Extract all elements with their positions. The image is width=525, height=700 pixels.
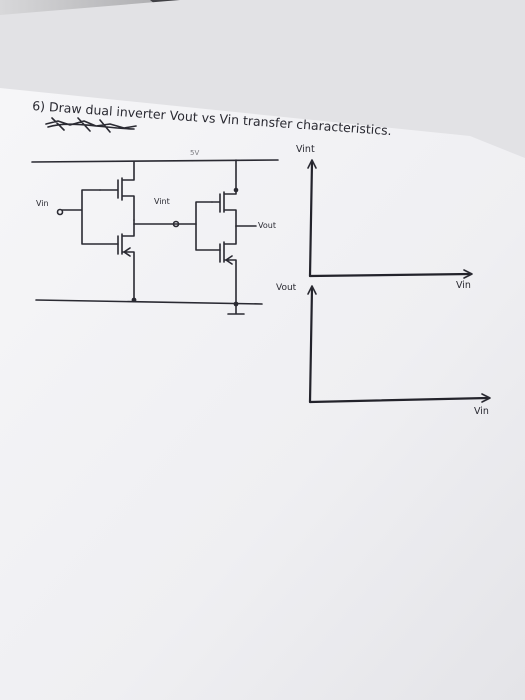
output-label: Vout bbox=[258, 221, 276, 230]
inverter-1-nmos bbox=[117, 219, 135, 301]
graph-bottom-x-axis bbox=[308, 396, 490, 404]
graph-top-y-axis bbox=[308, 160, 314, 278]
ground-symbol bbox=[227, 303, 245, 315]
gnd-rail bbox=[35, 299, 263, 305]
graph-bottom: Vout Vin bbox=[276, 283, 491, 417]
ground-junction-1 bbox=[131, 297, 137, 303]
vdd-junction-2 bbox=[233, 187, 239, 193]
mid-label: Vint bbox=[154, 197, 170, 206]
graph-top-x-label: Vin bbox=[456, 280, 471, 291]
scribble bbox=[45, 117, 137, 133]
vin-terminal bbox=[56, 208, 64, 216]
graph-bottom-x-label: Vin bbox=[474, 406, 489, 417]
supply-label: 5V bbox=[190, 149, 199, 157]
graph-top-x-arrow bbox=[463, 269, 473, 279]
graph-top-y-arrow bbox=[307, 159, 317, 169]
inverter-1-gate-tie bbox=[61, 189, 119, 245]
inverter-2-gate-tie bbox=[195, 201, 221, 251]
graph-top-y-label: Vint bbox=[296, 144, 315, 155]
dual-inverter-circuit: 5V Vin Vint Vout bbox=[31, 149, 279, 315]
input-label: Vin bbox=[36, 199, 49, 208]
mid-node bbox=[172, 220, 180, 228]
graph-top: Vint Vin bbox=[296, 144, 473, 291]
graph-bottom-y-label: Vout bbox=[276, 283, 297, 293]
inverter-2-pmos bbox=[211, 159, 237, 227]
graph-bottom-y-arrow bbox=[307, 285, 317, 295]
inverter-2-nmos bbox=[219, 225, 237, 305]
graph-bottom-y-axis bbox=[308, 286, 314, 404]
paper-sheet bbox=[0, 88, 525, 700]
graph-bottom-x-arrow bbox=[481, 393, 491, 403]
vdd-rail bbox=[31, 159, 279, 163]
graph-top-x-axis bbox=[308, 272, 472, 278]
inverter-1-pmos bbox=[99, 161, 135, 221]
